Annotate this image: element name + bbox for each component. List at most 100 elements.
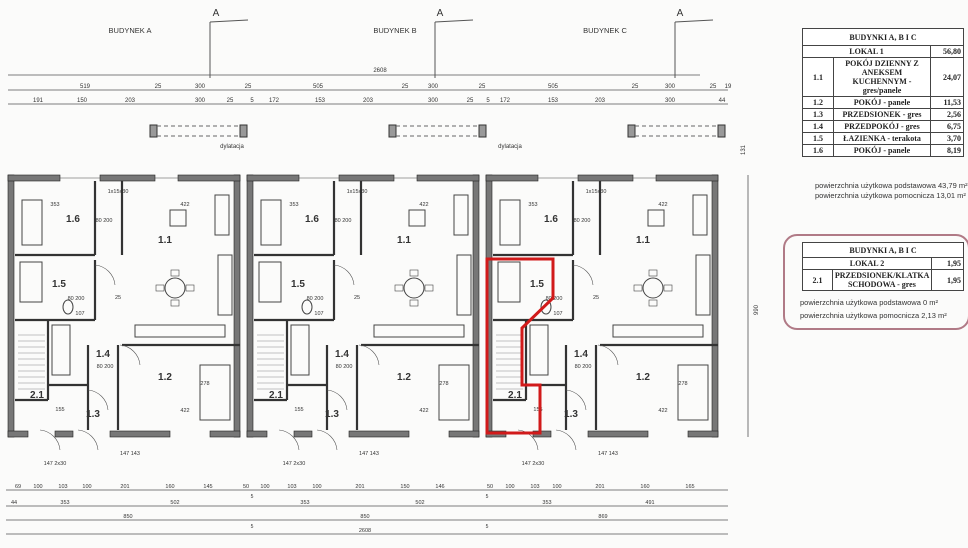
- room-dimension: 422: [658, 408, 667, 414]
- chair: [663, 284, 673, 292]
- dim-label: 50: [243, 484, 249, 490]
- room-dimension: 422: [419, 408, 428, 414]
- section-marker: A: [213, 8, 220, 19]
- room-area: 24,07: [930, 57, 964, 97]
- lokal2-note-secondary: powierzchnia użytkowa pomocnicza 2,13 m²: [800, 311, 947, 320]
- dim-label: 145: [203, 484, 212, 490]
- room-label: 1.4: [574, 349, 588, 360]
- room-label: 1.5: [291, 279, 305, 290]
- room-name: PRZEDSIONEK/KLATKA SCHODOWA - gres: [831, 269, 932, 291]
- dim-label: 850: [123, 514, 132, 520]
- wall: [177, 174, 241, 182]
- room-dimension: 147 143: [120, 451, 140, 457]
- building-label: BUDYNEK B: [373, 26, 416, 35]
- wall: [472, 174, 480, 438]
- dim-label: 100: [552, 484, 561, 490]
- room-dimension: 155: [533, 407, 542, 413]
- lokal2-note-primary: powierzchnia użytkowa podstawowa 0 m²: [800, 298, 938, 307]
- dim-label: 201: [120, 484, 129, 490]
- dim-label: 103: [58, 484, 67, 490]
- room-dimension: 155: [294, 407, 303, 413]
- dim-label: 5: [486, 98, 490, 104]
- kitchen-counter: [134, 324, 226, 338]
- dim-label: 153: [548, 98, 559, 104]
- lokal1-title: LOKAL 1: [802, 45, 931, 58]
- section-arrow: [434, 19, 474, 23]
- room-area: 11,53: [930, 96, 964, 109]
- dim-label: 502: [415, 500, 424, 506]
- wall: [348, 430, 410, 438]
- room-id: 1.1: [802, 57, 834, 97]
- dim-offset-label: 5: [486, 524, 489, 530]
- armchair: [169, 209, 187, 227]
- chair: [170, 269, 180, 277]
- door-swing: [326, 389, 348, 411]
- dim-label: 100: [260, 484, 269, 490]
- room-label: 1.1: [636, 235, 650, 246]
- dim-label: 165: [685, 484, 694, 490]
- room-id: 1.6: [802, 144, 834, 157]
- room-dimension: 25: [354, 295, 360, 301]
- shower: [19, 261, 43, 303]
- room-dimension: 80 200: [96, 218, 113, 224]
- toilet: [301, 299, 313, 315]
- lokal2-header: BUDYNKI A, B I C: [802, 242, 964, 258]
- side-dim-label: 131: [741, 144, 747, 155]
- expansion-joint-label: dylatacja: [220, 144, 244, 150]
- room-id: 1.3: [802, 108, 834, 121]
- dim-label: 150: [77, 98, 88, 104]
- wall: [687, 430, 719, 438]
- wall: [7, 174, 61, 182]
- wall: [416, 174, 480, 182]
- dim-label: 25: [227, 98, 234, 104]
- lokal1-note-primary: powierzchnia użytkowa podstawowa 43,79 m…: [815, 181, 968, 190]
- room-name: POKÓJ DZIENNY Z ANEKSEM KUCHENNYM - gres…: [833, 57, 931, 97]
- wall: [655, 174, 719, 182]
- lokal1-header: BUDYNKI A, B I C: [802, 28, 964, 46]
- dim-label: 300: [428, 84, 439, 90]
- shower: [497, 261, 521, 303]
- room-label: 2.1: [269, 390, 283, 401]
- dim-label: 25: [479, 84, 486, 90]
- wall: [485, 174, 539, 182]
- room-id: 1.2: [802, 96, 834, 109]
- room-label: 1.5: [52, 279, 66, 290]
- section-marker: A: [437, 8, 444, 19]
- side-dim-label: 990: [754, 304, 760, 315]
- lokal2-title: LOKAL 2: [802, 257, 932, 270]
- desk: [260, 199, 282, 246]
- dim-label: 203: [125, 98, 136, 104]
- room-dimension: 353: [50, 202, 59, 208]
- dim-label: 153: [315, 98, 326, 104]
- dim-label: 25: [402, 84, 409, 90]
- room-dimension: 147 143: [598, 451, 618, 457]
- kitchen-counter: [612, 324, 704, 338]
- room-name: PRZEDPOKÓJ - gres: [833, 120, 931, 133]
- room-dimension: 25: [115, 295, 121, 301]
- dining-table: [164, 277, 186, 299]
- chair: [170, 299, 180, 307]
- dim-label: 505: [313, 84, 324, 90]
- dim-label: 25: [245, 84, 252, 90]
- room-label: 1.6: [305, 214, 319, 225]
- room-name: ŁAZIENKA - terakota: [833, 132, 931, 145]
- door-swing: [119, 344, 141, 366]
- dim-label: 160: [640, 484, 649, 490]
- dim-label: 505: [548, 84, 559, 90]
- room-dimension: 107: [553, 311, 562, 317]
- door-swing: [597, 344, 619, 366]
- wall: [711, 174, 719, 438]
- room-name: POKÓJ - panele: [833, 96, 931, 109]
- bed: [199, 364, 231, 421]
- room-area: 1,95: [930, 269, 965, 291]
- dim-label: 491: [645, 500, 654, 506]
- armchair: [647, 209, 665, 227]
